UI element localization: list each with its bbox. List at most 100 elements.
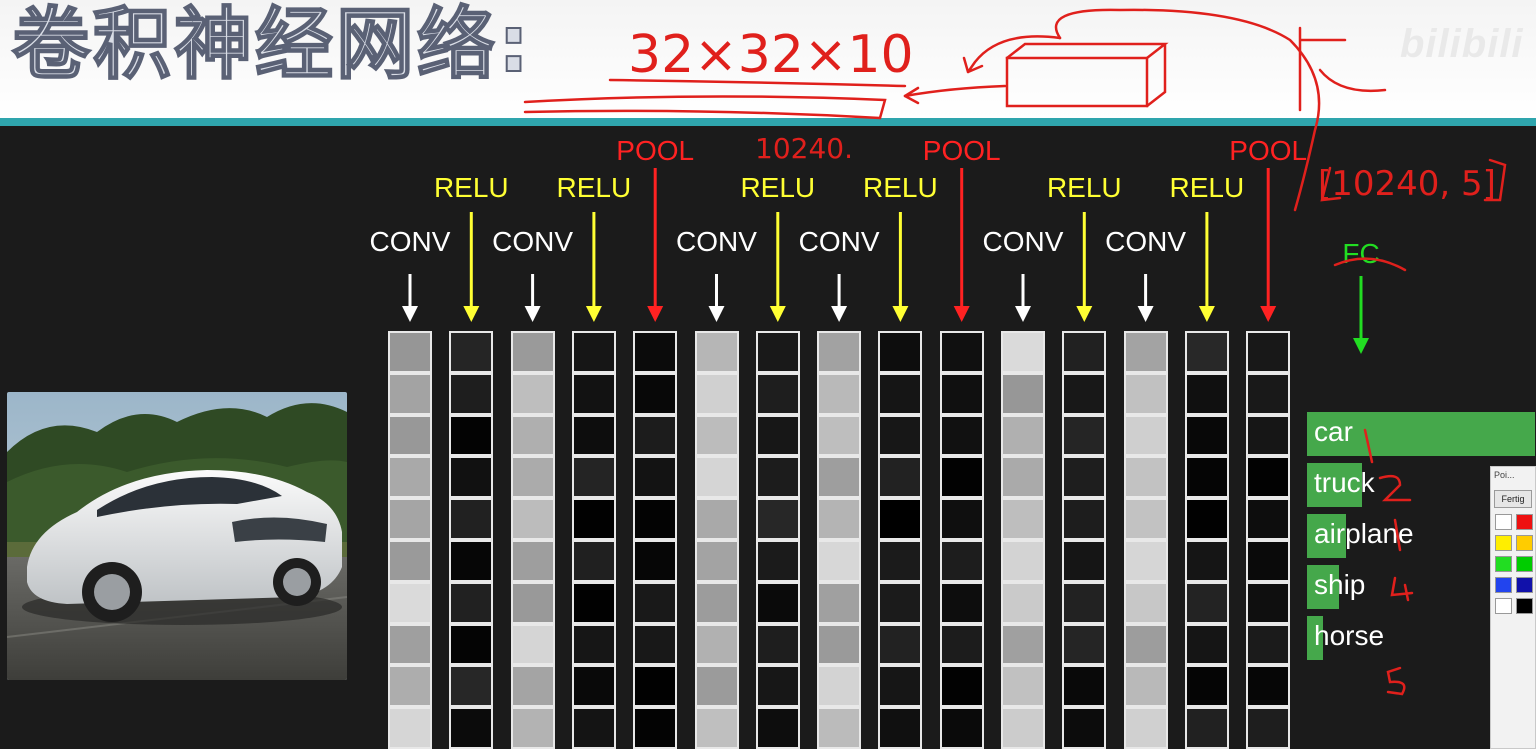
feature-map — [880, 416, 921, 455]
arrow-fc — [1353, 276, 1369, 354]
class-score-bar — [1307, 514, 1346, 558]
feature-map-column-pool — [633, 331, 678, 749]
feature-map — [512, 541, 553, 580]
feature-map — [512, 458, 553, 497]
feature-map — [941, 625, 982, 664]
class-label: horse — [1314, 620, 1385, 651]
feature-map — [819, 667, 860, 706]
feature-map — [757, 583, 798, 622]
color-swatch[interactable] — [1516, 514, 1533, 530]
arrow-pool — [953, 168, 970, 322]
feature-map — [880, 625, 921, 664]
drawing-tool-panel[interactable]: Poi... Fertig — [1490, 466, 1536, 749]
feature-map — [1186, 333, 1227, 371]
class-score-bar — [1307, 616, 1323, 660]
feature-map — [635, 416, 676, 455]
feature-map-column-pool — [1246, 331, 1291, 749]
arrow-conv — [524, 274, 541, 322]
feature-map — [451, 667, 492, 706]
feature-map — [1186, 458, 1227, 497]
class-label: car — [1314, 416, 1353, 447]
feature-map — [1064, 458, 1105, 497]
feature-map — [1248, 541, 1289, 580]
feature-map — [390, 541, 430, 580]
feature-map — [451, 625, 492, 664]
feature-map — [696, 333, 737, 371]
feature-map — [757, 541, 798, 580]
feature-map — [1125, 458, 1166, 497]
slide-title: 卷积神经网络: — [11, 0, 533, 90]
color-swatch[interactable] — [1495, 577, 1512, 593]
feature-map-column-conv — [817, 331, 862, 749]
feature-map — [1125, 500, 1166, 538]
feature-map — [512, 333, 553, 371]
feature-map — [1003, 416, 1043, 455]
feature-map — [880, 500, 921, 538]
feature-map-column-relu — [878, 331, 923, 749]
feature-map — [1248, 374, 1289, 413]
feature-map — [573, 541, 614, 580]
feature-map — [880, 667, 921, 706]
feature-map — [451, 709, 492, 747]
feature-map — [1064, 541, 1105, 580]
feature-map — [512, 709, 553, 747]
feature-map — [696, 709, 737, 747]
feature-map — [573, 667, 614, 706]
feature-map-column-relu — [449, 331, 494, 749]
feature-map — [1125, 667, 1166, 706]
feature-map — [696, 625, 737, 664]
color-swatch[interactable] — [1516, 598, 1533, 614]
feature-map-column-conv — [1123, 331, 1168, 749]
feature-map — [757, 333, 798, 371]
feature-map-column-relu — [1062, 331, 1107, 749]
color-swatch[interactable] — [1516, 535, 1533, 551]
feature-map — [819, 625, 860, 664]
feature-map — [1125, 583, 1166, 622]
feature-map — [635, 500, 676, 538]
layer-label-pool: POOL — [616, 135, 695, 166]
feature-map — [573, 374, 614, 413]
feature-map — [757, 667, 798, 706]
feature-map — [1064, 333, 1105, 371]
feature-map — [1248, 500, 1289, 538]
done-button[interactable]: Fertig — [1494, 490, 1532, 508]
class-label: airplane — [1314, 518, 1414, 549]
feature-map — [1248, 458, 1289, 497]
feature-map — [1003, 625, 1043, 664]
arrow-relu — [1076, 212, 1093, 322]
feature-map — [1248, 709, 1289, 747]
feature-map — [941, 458, 982, 497]
feature-map — [512, 416, 553, 455]
feature-map — [757, 416, 798, 455]
feature-map — [1125, 541, 1166, 580]
feature-map-column-relu — [755, 331, 800, 749]
feature-map — [696, 500, 737, 538]
feature-map — [1125, 625, 1166, 664]
color-swatch[interactable] — [1516, 577, 1533, 593]
feature-map — [941, 374, 982, 413]
color-swatch[interactable] — [1495, 556, 1512, 572]
feature-map — [1186, 416, 1227, 455]
feature-map — [941, 709, 982, 747]
feature-map — [451, 583, 492, 622]
feature-map — [1003, 500, 1043, 538]
feature-map-column-relu — [1184, 331, 1229, 749]
color-swatch[interactable] — [1495, 535, 1512, 551]
feature-map — [451, 333, 492, 371]
feature-map — [880, 374, 921, 413]
arrow-conv — [1015, 274, 1031, 322]
feature-map — [757, 625, 798, 664]
feature-map — [390, 625, 430, 664]
feature-map-column-conv — [694, 331, 739, 749]
feature-map — [390, 374, 430, 413]
tool-panel-title: Poi... — [1494, 470, 1515, 480]
class-label: truck — [1314, 467, 1375, 498]
feature-map — [696, 416, 737, 455]
color-swatch[interactable] — [1516, 556, 1533, 572]
feature-map — [757, 709, 798, 747]
color-swatch[interactable] — [1495, 598, 1512, 614]
feature-map — [1125, 333, 1166, 371]
feature-map — [512, 500, 553, 538]
color-swatch[interactable] — [1495, 514, 1512, 530]
